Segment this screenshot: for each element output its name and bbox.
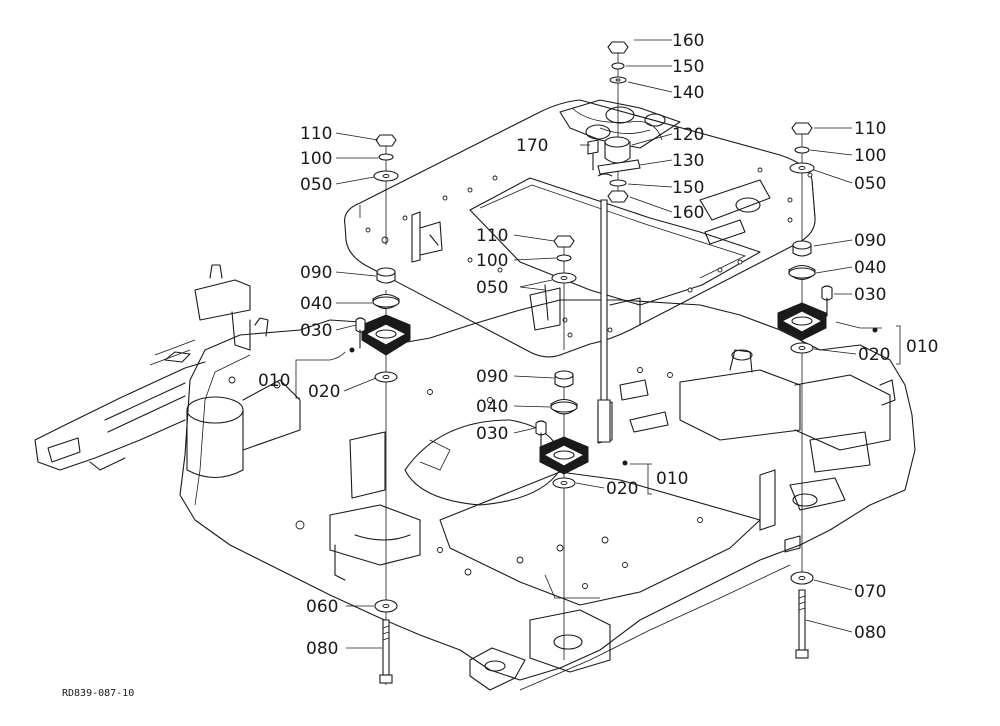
callout-090-left: 090 [300,263,332,283]
callout-010-middle: 010 [656,469,688,489]
callout-120: 120 [672,125,704,145]
middle-mount-stack [535,235,589,489]
callout-140: 140 [672,83,704,103]
callout-160-top: 160 [672,31,704,51]
callout-170: 170 [516,136,548,156]
callout-100-middle: 100 [476,251,508,271]
left-mount-stack [355,134,411,684]
top-plate [344,99,816,358]
damper-stack [587,41,641,443]
callout-030-right: 030 [854,285,886,305]
callout-labels: 160 150 140 120 170 130 150 160 110 100 … [258,31,938,659]
callout-050-right: 050 [854,174,886,194]
callout-090-middle: 090 [476,367,508,387]
right-mount-stack [777,122,833,659]
callout-030-left: 030 [300,321,332,341]
callout-110-middle: 110 [476,226,508,246]
callout-130: 130 [672,151,704,171]
callout-050-left: 050 [300,175,332,195]
callout-040-middle: 040 [476,397,508,417]
callout-110-right: 110 [854,119,886,139]
callout-080-right: 080 [854,623,886,643]
callout-110-left: 110 [300,124,332,144]
callout-100-left: 100 [300,149,332,169]
callout-020-right: 020 [858,345,890,365]
callout-010-right: 010 [906,337,938,357]
callout-030-middle: 030 [476,424,508,444]
callout-090-right: 090 [854,231,886,251]
callout-100-right: 100 [854,146,886,166]
callout-080-left: 080 [306,639,338,659]
drawing-code: RD839-087-10 [62,688,134,699]
callout-050-middle: 050 [476,278,508,298]
callout-020-left: 020 [308,382,340,402]
callout-040-left: 040 [300,294,332,314]
callout-020-middle: 020 [606,479,638,499]
leader-lines [295,39,901,649]
callout-160-lower: 160 [672,203,704,223]
callout-150-lower: 150 [672,178,704,198]
callout-150-top: 150 [672,57,704,77]
callout-060: 060 [306,597,338,617]
callout-010-left: 010 [258,371,290,391]
callout-040-right: 040 [854,258,886,278]
callout-070: 070 [854,582,886,602]
